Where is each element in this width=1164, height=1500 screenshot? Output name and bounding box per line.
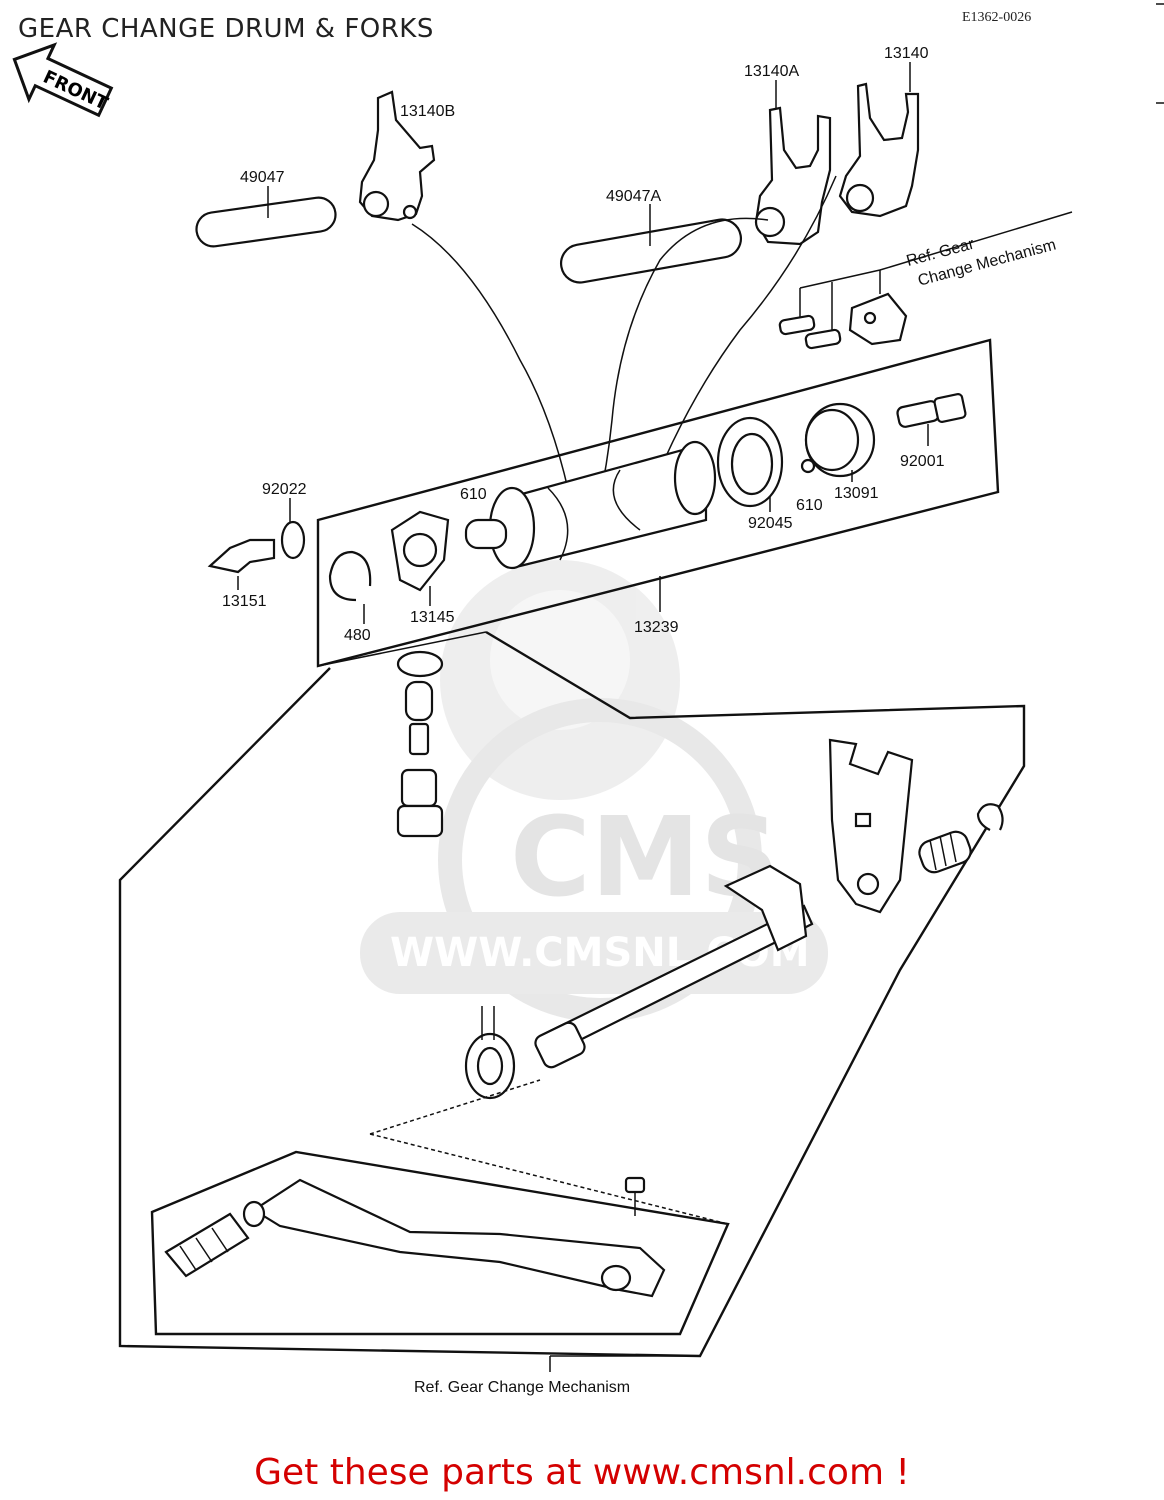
neutral-switch-13151	[207, 538, 276, 574]
label-leaders	[237, 62, 929, 624]
ref-gear-change-plate	[778, 211, 1073, 350]
shift-pedal	[164, 1178, 666, 1298]
bolt-92001	[896, 392, 967, 428]
shift-fork-13140A	[754, 106, 832, 246]
ref-label-bottom: Ref. Gear Change Mechanism	[414, 1379, 630, 1396]
drum-assembly-frame	[316, 338, 1000, 668]
label-13145: 13145	[410, 609, 455, 626]
label-13140: 13140	[884, 45, 929, 62]
shift-rod-49047	[195, 196, 337, 248]
gear-change-drum-13239	[464, 440, 717, 570]
return-spring	[464, 1006, 516, 1100]
label-92022: 92022	[262, 481, 307, 498]
label-610-left: 610	[460, 486, 487, 503]
shift-pedal-frame	[150, 1150, 730, 1336]
shift-fork-13140B	[358, 90, 436, 222]
pedal-bolt	[624, 1176, 646, 1216]
circlip-480	[328, 550, 372, 602]
bracket-spring	[918, 803, 1004, 874]
label-13239: 13239	[634, 619, 679, 636]
label-92001: 92001	[900, 453, 945, 470]
label-13151: 13151	[222, 593, 267, 610]
watermark-brand: CMS	[510, 793, 779, 921]
label-13140B: 13140B	[400, 103, 455, 120]
label-49047A: 49047A	[606, 188, 661, 205]
bearing-92045	[716, 416, 784, 508]
footer-cta[interactable]: Get these parts at www.cmsnl.com !	[254, 1452, 910, 1493]
label-49047: 49047	[240, 169, 285, 186]
drum-plate-13145	[390, 510, 450, 592]
lower-mechanism-frame	[118, 630, 1026, 1358]
label-13091: 13091	[834, 485, 879, 502]
label-92045: 92045	[748, 515, 793, 532]
diagram-title: GEAR CHANGE DRUM & FORKS	[18, 14, 434, 44]
detent-assembly	[396, 650, 444, 838]
label-610-right: 610	[796, 497, 823, 514]
shift-bracket	[828, 738, 914, 914]
shift-fork-13140	[838, 82, 920, 218]
cam-13091	[800, 402, 876, 478]
diagram-code: E1362-0026	[962, 10, 1032, 25]
label-480: 480	[344, 627, 371, 644]
label-13140A: 13140A	[744, 63, 799, 80]
washer-92022	[280, 520, 306, 560]
gear-shift-shaft	[534, 864, 814, 1069]
front-arrow-icon: FRONT	[12, 42, 114, 118]
